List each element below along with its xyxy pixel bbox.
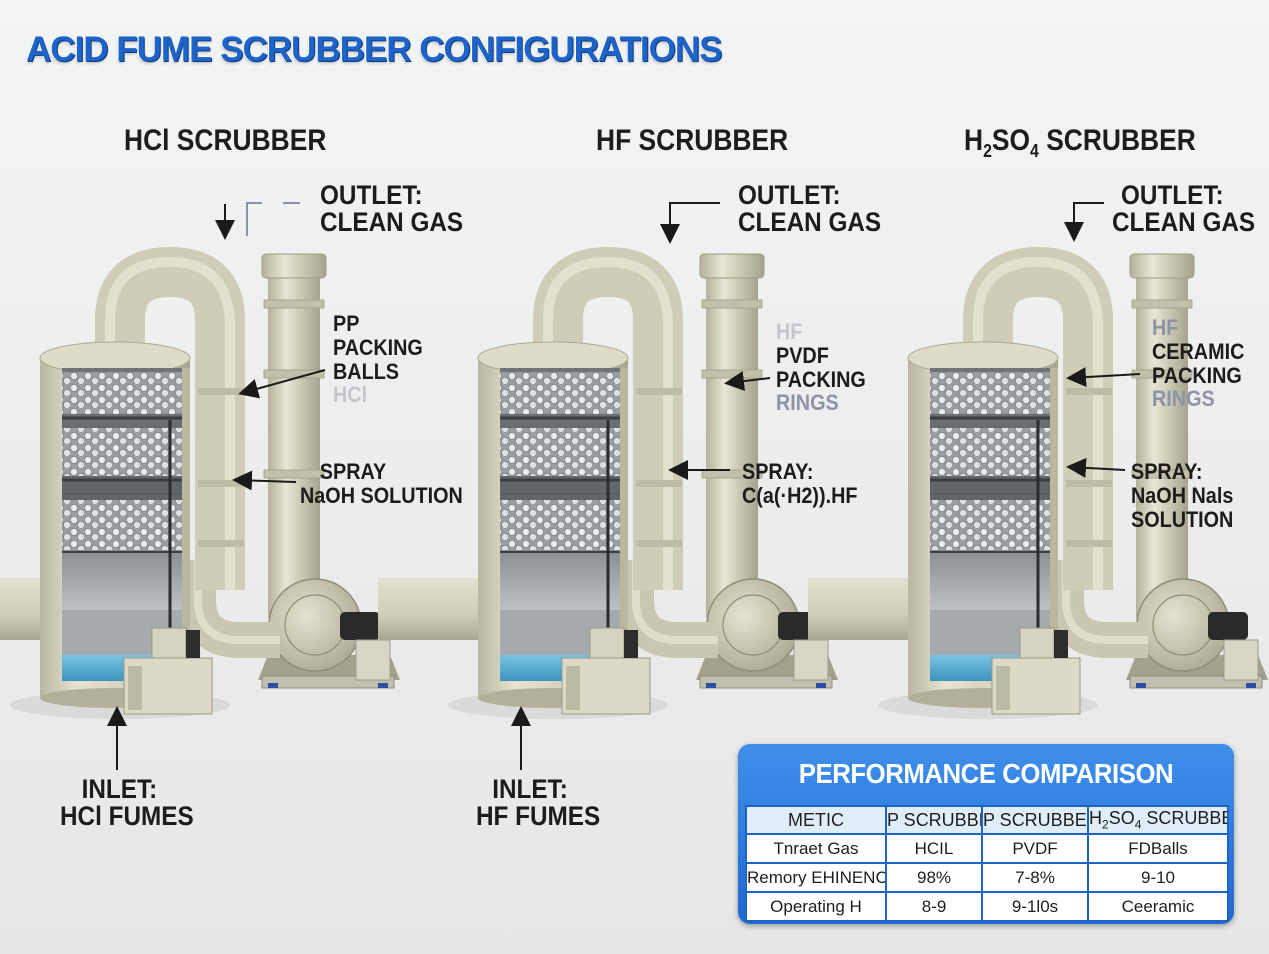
column-header: METIC [745, 805, 887, 835]
table-cell: 9-1l0s [981, 891, 1089, 922]
table-cell: 9-10 [1087, 862, 1229, 893]
performance-comparison-panel: PERFORMANCE COMPARISON METIC P SCRUBBER … [738, 744, 1234, 924]
hcl-scrubber-title: HCl SCRUBBER [124, 124, 327, 157]
main-title: ACID FUME SCRUBBER CONFIGURATIONS [26, 30, 723, 69]
performance-title: PERFORMANCE COMPARISON [798, 758, 1174, 789]
hf-callout-lines [511, 202, 771, 770]
hf-spray-label: SPRAY: C(a(·H2)).HF [742, 459, 858, 508]
table-header-row: METIC P SCRUBBER P SCRUBBER H2SO4 SCRUBB… [745, 805, 1229, 835]
table-row: Tnraet Gas HCIL PVDF FDBalls [745, 833, 1229, 864]
column-header: P SCRUBBER [885, 805, 983, 835]
table-row: Remory EHINENCY 98% 7-8% 9-10 [745, 862, 1229, 893]
hf-scrubber-title: HF SCRUBBER [596, 124, 789, 157]
table-cell: 8-9 [885, 891, 983, 922]
h2so4-callout-lines [1064, 202, 1141, 478]
hcl-inlet-label: INLET: HCl FUMES [60, 774, 194, 831]
table-cell: FDBalls [1087, 833, 1229, 864]
h2so4-scrubber-title: H2SO4 SCRUBBER [964, 124, 1196, 161]
h2so4-outlet-label: OUTLET:CLEAN GAS [1112, 180, 1256, 237]
column-header-h2so4: H2SO4 SCRUBBER [1087, 805, 1229, 835]
table-cell: Tnraet Gas [745, 833, 887, 864]
table-cell: HCIL [885, 833, 983, 864]
table-cell: 98% [885, 862, 983, 893]
table-cell: PVDF [981, 833, 1089, 864]
h2so4-packing-label: HF CERAMIC PACKING RINGS [1152, 315, 1245, 412]
h2so4-spray-label: SPRAY: NaOH Nals SOLUTION [1131, 459, 1234, 532]
column-header: P SCRUBBER [981, 805, 1089, 835]
performance-table: METIC P SCRUBBER P SCRUBBER H2SO4 SCRUBB… [745, 805, 1229, 922]
table-cell: Operating H [745, 891, 887, 922]
table-cell: 7-8% [981, 862, 1089, 893]
table-cell: Remory EHINENCY [745, 862, 887, 893]
table-cell: Ceeramic [1087, 891, 1229, 922]
hf-outlet-label: OUTLET:CLEAN GAS [738, 180, 882, 237]
hf-packing-label: HF PVDF PACKING RINGS [776, 319, 866, 416]
hcl-packing-label: PP PACKING BALLS HCl [333, 311, 423, 408]
table-row: Operating H 8-9 9-1l0s Ceeramic [745, 891, 1229, 922]
hcl-spray-label: SPRAY NaOH SOLUTION [300, 459, 463, 508]
hcl-outlet-label: OUTLET:CLEAN GAS [320, 180, 464, 237]
hcl-callout-lines [107, 202, 326, 770]
hf-inlet-label: INLET: HF FUMES [476, 774, 601, 831]
